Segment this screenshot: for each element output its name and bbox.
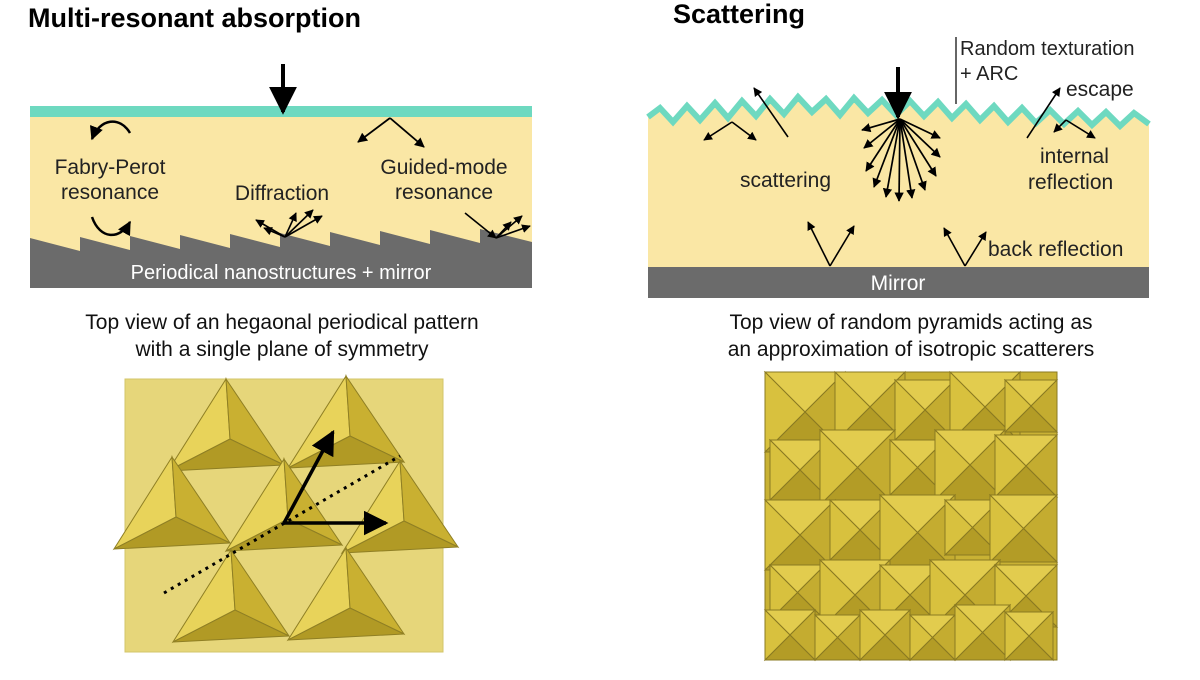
random-pyramid-face-left — [949, 370, 986, 444]
random-pyramid-tiles — [763, 370, 1059, 662]
random-pyramid-24 — [908, 613, 957, 662]
random-pyramid-11 — [763, 498, 837, 572]
internal-reflection-label-line2: reflection — [1028, 171, 1113, 194]
left-caption-line1: Top view of an hegaonal periodical patte… — [85, 311, 478, 334]
pyramid-7 — [286, 546, 406, 642]
pyramid-6 — [171, 548, 291, 644]
guided-mode-label-line1: Guided-mode — [380, 156, 507, 179]
fabry-perot-label-line2: resonance — [61, 181, 159, 204]
back-reflection-label: back reflection — [988, 238, 1123, 261]
random-pyramid-face-left — [769, 563, 799, 622]
random-pyramid-face-left — [944, 498, 974, 557]
guided-mode-label-line2: resonance — [395, 181, 493, 204]
random-pyramid-face-left — [994, 433, 1027, 499]
guided-mode-coupling-arrows — [464, 212, 531, 239]
random-pyramid-face-left — [829, 498, 861, 562]
hexagonal-pattern-top-view — [112, 374, 460, 653]
right-caption-line2: an approximation of isotropic scatterers — [728, 338, 1095, 361]
random-pyramid-face-left — [769, 438, 801, 502]
random-pyramid-face-left — [989, 493, 1025, 564]
fabry-perot-bottom-arrow — [90, 216, 132, 237]
guided-mode-arrow-left — [357, 117, 391, 143]
random-pyramid-face-left — [1004, 610, 1030, 662]
left-caption-line2: with a single plane of symmetry — [135, 338, 429, 361]
periodical-substrate-label: Periodical nanostructures + mirror — [131, 262, 432, 284]
random-pyramid-22 — [813, 613, 862, 662]
random-pyramid-face-left — [859, 608, 886, 662]
random-pyramid-face-left — [819, 558, 856, 632]
left-title: Multi-resonant absorption — [28, 3, 361, 33]
random-pyramid-5 — [1003, 378, 1059, 434]
surface-left-arrows — [703, 87, 789, 141]
random-pyramid-face-left — [819, 428, 859, 507]
escape-arrows — [1026, 87, 1096, 139]
random-pyramid-face-left — [889, 438, 919, 497]
random-pyramid-10 — [993, 433, 1059, 499]
random-pyramid-face-left — [814, 613, 839, 662]
random-pyramid-face-left — [1004, 378, 1032, 434]
random-pyramid-face-left — [834, 370, 871, 444]
random-pyramid-face-left — [764, 498, 801, 572]
random-pyramid-23 — [858, 608, 912, 662]
pyramid-face-bottom — [167, 438, 285, 472]
back-reflection-arrows — [807, 221, 987, 267]
right-panel: Scattering Mirror Random texturation + A… — [646, 0, 1151, 662]
internal-reflection-label-line1: internal — [1040, 145, 1109, 168]
symmetry-plane-line — [163, 454, 401, 595]
pyramid-3 — [112, 455, 232, 551]
pyramid-face-bottom — [341, 520, 459, 554]
diffraction-label: Diffraction — [235, 182, 329, 205]
random-pyramid-21 — [763, 608, 817, 662]
random-pyramid-13 — [878, 493, 957, 572]
random-pyramid-7 — [818, 428, 897, 507]
pyramid-face-bottom — [287, 607, 405, 641]
left-panel: Multi-resonant absorption Fabry-Perot re… — [28, 3, 532, 653]
guided-mode-arrow-right — [389, 117, 425, 148]
right-caption-line1: Top view of random pyramids acting as — [730, 311, 1093, 334]
random-pyramid-26 — [1003, 610, 1055, 662]
mirror-label: Mirror — [871, 272, 926, 295]
random-pyramid-25 — [953, 603, 1012, 662]
random-pyramid-3 — [893, 378, 957, 442]
pyramid-face-bottom — [172, 609, 290, 643]
random-pyramid-face-left — [934, 428, 971, 502]
scattering-label: scattering — [740, 169, 831, 192]
random-pyramid-face-left — [764, 370, 806, 454]
pyramid-5 — [340, 459, 460, 555]
texturation-label-line2: + ARC — [960, 63, 1018, 85]
pyramid-face-bottom — [225, 518, 343, 552]
random-pyramids-top-view — [763, 370, 1059, 662]
texturation-label-line1: Random texturation — [960, 38, 1135, 60]
pyramid-face-bottom — [113, 516, 231, 550]
right-mirror — [648, 267, 1149, 298]
escape-label: escape — [1066, 78, 1134, 101]
diffraction-arrows — [255, 209, 323, 238]
right-title: Scattering — [673, 0, 805, 29]
random-pyramid-face-left — [954, 603, 984, 662]
fabry-perot-top-arrow — [89, 120, 132, 141]
left-sawtooth-mirror — [30, 229, 532, 288]
pyramid-1 — [166, 377, 286, 473]
random-pyramid-face-left — [764, 608, 791, 662]
random-pyramid-face-left — [929, 558, 966, 632]
fabry-perot-label-line1: Fabry-Perot — [55, 156, 166, 179]
random-pyramid-15 — [988, 493, 1059, 564]
random-pyramid-face-left — [909, 613, 934, 662]
pyramid-array — [112, 374, 460, 644]
random-pyramid-face-left — [879, 493, 919, 572]
lattice-vector-a — [282, 429, 335, 524]
random-pyramid-face-left — [894, 378, 926, 442]
scattering-fan-arrows — [861, 118, 941, 202]
